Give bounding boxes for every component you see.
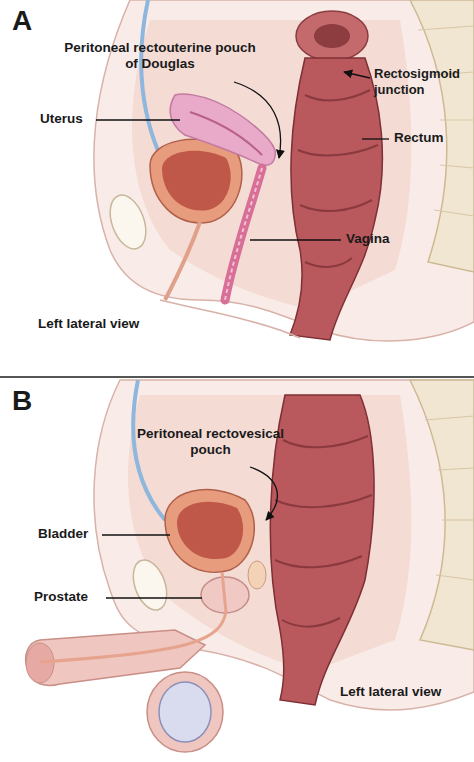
bladder	[150, 139, 242, 222]
bladder	[165, 490, 254, 573]
panel-letter: A	[12, 4, 46, 38]
part-label: Peritoneal rectovesical pouch	[128, 426, 293, 458]
panel-divider	[0, 376, 474, 378]
part-label: Peritoneal rectouterine pouch of Douglas	[60, 40, 260, 72]
part-label: Uterus	[40, 111, 110, 127]
view-label: Left lateral view	[38, 316, 208, 332]
part-label: Bladder	[38, 526, 118, 542]
rectum	[290, 58, 382, 340]
scrotum	[147, 672, 223, 752]
perineum	[160, 300, 300, 338]
panel-letter: B	[12, 384, 46, 418]
part-label: Rectum	[394, 130, 470, 146]
leader-lines-b	[102, 467, 277, 598]
abdominal-wall-vessel	[133, 380, 165, 520]
pubic-bone	[103, 190, 152, 254]
uterus	[170, 94, 275, 165]
rectal-folds	[275, 436, 372, 627]
male-pelvis-illustration	[26, 380, 474, 752]
seminal-vesicle	[248, 561, 266, 589]
sacrum	[410, 380, 474, 650]
sigmoid-colon	[296, 11, 368, 61]
vaginal-canal	[225, 168, 262, 300]
bladder-lumen	[177, 502, 243, 559]
sigmoid-lumen	[314, 24, 350, 48]
vertebra-lines	[418, 26, 474, 216]
part-label: Rectosigmoid junction	[374, 66, 470, 97]
testis	[159, 682, 211, 742]
glans	[26, 643, 54, 683]
part-label: Vagina	[346, 231, 422, 247]
urethra	[40, 572, 226, 662]
view-label: Left lateral view	[340, 684, 470, 700]
urethra	[165, 222, 200, 300]
vagina	[225, 168, 262, 300]
bladder-lumen	[162, 151, 231, 211]
part-label: Prostate	[34, 589, 114, 605]
rectum	[270, 395, 374, 705]
vertebra-lines	[425, 416, 474, 580]
pubic-bone	[127, 555, 173, 614]
uterine-cavity	[190, 112, 262, 155]
leader-lines-a	[96, 72, 389, 240]
